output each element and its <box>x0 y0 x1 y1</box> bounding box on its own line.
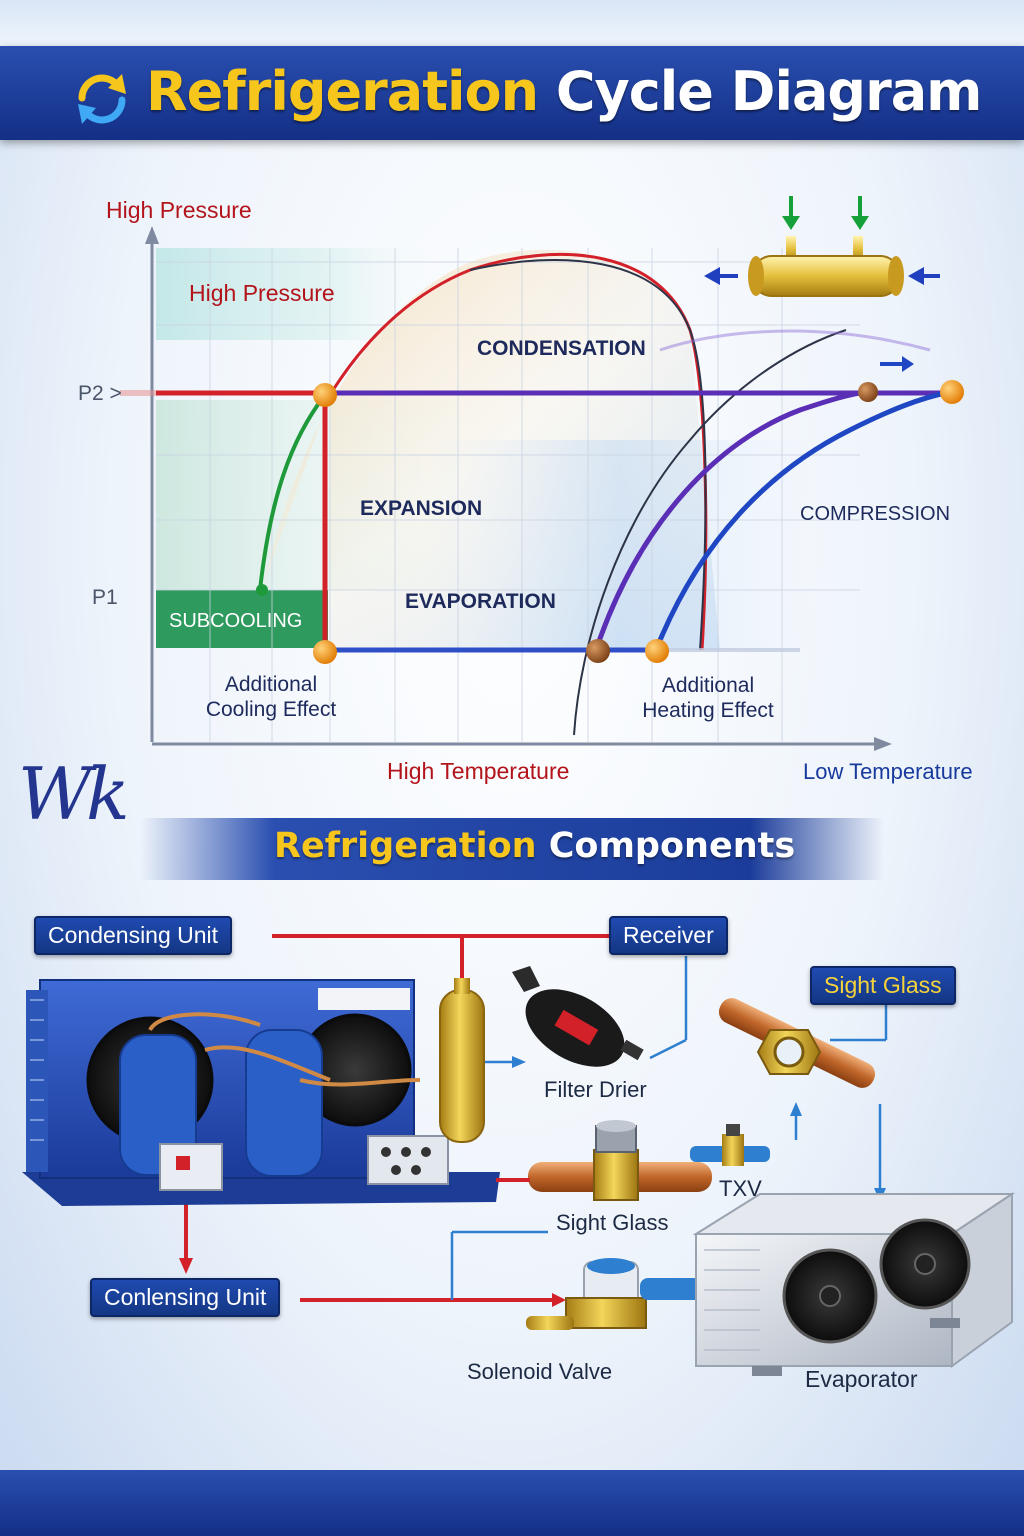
title-word-cycle-diagram: Cycle Diagram <box>555 60 983 123</box>
caption-evaporator: Evaporator <box>805 1366 918 1392</box>
condensing-unit-illustration <box>22 979 500 1206</box>
high-pressure-region-label: High Pressure <box>189 280 335 306</box>
filter-drier-illustration <box>512 966 644 1067</box>
caption-sight-glass: Sight Glass <box>556 1210 669 1235</box>
node-evap-saturated <box>586 639 610 663</box>
subcooling-label: SUBCOOLING <box>169 610 303 632</box>
compression-blue-curve <box>653 389 951 651</box>
page-title: Refrigeration Cycle Diagram <box>146 60 983 123</box>
txv-illustration <box>690 1124 770 1166</box>
node-compressor-exit <box>940 380 964 404</box>
receiver-tank-icon <box>704 196 940 297</box>
evaporator-illustration <box>692 1192 1016 1376</box>
caption-txv: TXV <box>719 1176 762 1201</box>
receiver-illustration <box>439 978 485 1143</box>
expansion-label: EXPANSION <box>360 497 483 520</box>
components-title-word1: Refrigeration <box>274 826 537 866</box>
p2-label: P2 > <box>78 382 122 405</box>
y-axis-label: High Pressure <box>106 197 252 223</box>
sight-glass-upper-illustration <box>718 998 876 1088</box>
node-expansion-exit <box>313 640 337 664</box>
tag-receiver: Receiver <box>609 916 728 955</box>
cycle-diagram <box>120 196 964 751</box>
components-title: Refrigeration Components <box>274 826 795 866</box>
node-evap-superheat <box>645 639 669 663</box>
components-title-word2: Components <box>548 826 796 866</box>
compression-purple-curve <box>593 389 867 651</box>
refresh-cycle-icon <box>78 74 126 124</box>
solenoid-valve-illustration <box>526 1258 710 1330</box>
subcooling-curve <box>258 393 327 591</box>
node-compressor-purple <box>858 382 878 402</box>
title-word-refrigeration: Refrigeration <box>146 60 539 123</box>
heating-effect-line1: Additional <box>661 674 755 697</box>
watermark-signature: Wk <box>18 752 130 836</box>
caption-solenoid-valve: Solenoid Valve <box>467 1359 613 1384</box>
top-strip <box>0 0 1024 46</box>
evaporation-label: EVAPORATION <box>405 590 556 613</box>
title-banner <box>0 46 1024 140</box>
caption-filter-drier: Filter Drier <box>544 1077 647 1102</box>
p1-label: P1 <box>92 586 118 609</box>
tag-condensing-unit: Condensing Unit <box>34 916 233 955</box>
sight-glass-lower-illustration <box>496 1120 712 1201</box>
subcooling-zone <box>156 590 328 648</box>
x-axis-label-low-temperature: Low Temperature <box>803 759 973 784</box>
compression-label: COMPRESSION <box>800 503 951 525</box>
cooling-effect-line2: Cooling Effect <box>205 698 337 721</box>
cooling-effect-line1: Additional <box>224 673 318 696</box>
tag-sight-glass: Sight Glass <box>810 966 956 1005</box>
components-banner <box>140 818 884 880</box>
additional-heating-effect-label: Additional Heating Effect <box>634 673 782 723</box>
heating-effect-line2: Heating Effect <box>642 699 774 722</box>
node-condenser-exit <box>313 383 337 407</box>
bottom-band <box>0 1470 1024 1536</box>
x-axis-label-high-temperature: High Temperature <box>387 758 570 784</box>
condensation-label: CONDENSATION <box>477 337 646 360</box>
additional-cooling-effect-label: Additional Cooling Effect <box>198 672 344 722</box>
tag-conlensing-unit: Conlensing Unit <box>90 1278 281 1317</box>
